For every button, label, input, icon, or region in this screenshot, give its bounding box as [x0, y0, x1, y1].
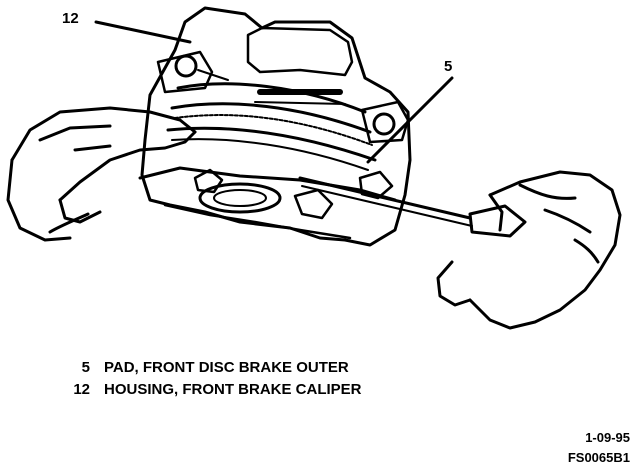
legend-item: 5 PAD, FRONT DISC BRAKE OUTER: [52, 357, 362, 379]
legend-item: 12 HOUSING, FRONT BRAKE CALIPER: [52, 379, 362, 401]
leader-line-5: [366, 76, 454, 164]
caliper-housing: [138, 6, 412, 247]
callout-5-pad: 5: [444, 58, 453, 75]
figure-date: 1-09-95: [585, 430, 630, 445]
legend-item-label: PAD, FRONT DISC BRAKE OUTER: [104, 359, 349, 376]
screwdriver: [298, 176, 527, 238]
legend-item-label: HOUSING, FRONT BRAKE CALIPER: [104, 381, 362, 398]
legend-item-number: 12: [73, 381, 90, 398]
brake-caliper-illustration: [6, 6, 622, 330]
figure-code: FS0065B1: [567, 450, 630, 465]
right-hand: [436, 170, 622, 330]
callout-12-housing: 12: [62, 10, 79, 27]
parts-legend: 5 PAD, FRONT DISC BRAKE OUTER 12 HOUSING…: [52, 357, 362, 401]
left-hand: [6, 106, 197, 242]
legend-item-number: 5: [81, 359, 90, 376]
leader-line-12: [94, 20, 192, 44]
figure-meta: 1-09-95 FS0065B1: [568, 428, 630, 468]
outer-brake-pad: [166, 82, 377, 171]
